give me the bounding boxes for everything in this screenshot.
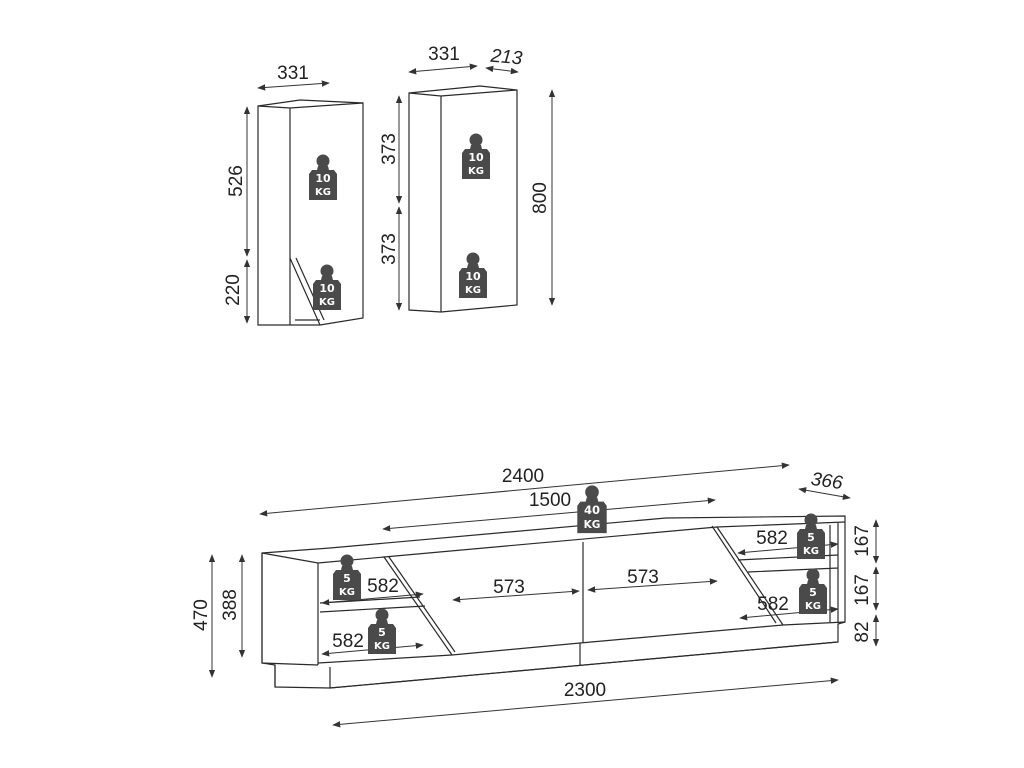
svg-text:5: 5 [807, 531, 815, 544]
svg-text:KG: KG [468, 166, 484, 177]
svg-text:KG: KG [584, 519, 601, 531]
weight-icon: 10 KG [459, 252, 487, 298]
svg-text:10: 10 [319, 282, 335, 295]
svg-text:KG: KG [805, 601, 821, 612]
tv-right-height-3-label: 82 [852, 621, 873, 642]
tv-total-width-label: 2400 [502, 466, 544, 487]
upper-left-upper-height-label: 526 [226, 165, 247, 197]
weight-icon: 5 KG [797, 513, 825, 559]
weight-icon: 5 KG [368, 608, 396, 654]
upper-right-lower-height-label: 373 [379, 233, 400, 265]
svg-text:KG: KG [315, 187, 331, 198]
tv-right-height-2-label: 167 [852, 574, 873, 606]
svg-text:10: 10 [315, 172, 331, 185]
weight-icon: 40 KG [577, 485, 607, 534]
weight-icon: 5 KG [333, 554, 361, 600]
weight-icon: 10 KG [309, 154, 337, 200]
svg-text:5: 5 [343, 572, 351, 585]
svg-text:KG: KG [339, 587, 355, 598]
weight-icon: 10 KG [462, 133, 490, 179]
tv-top-width-label: 1500 [529, 490, 571, 511]
left-shelf-width-2-label: 582 [332, 631, 364, 652]
upper-left-width-label: 331 [277, 63, 309, 84]
svg-text:40: 40 [584, 503, 600, 517]
tv-base-width-label: 2300 [564, 680, 606, 701]
door-width-left-label: 573 [493, 577, 525, 598]
svg-text:5: 5 [378, 626, 386, 639]
svg-text:10: 10 [465, 270, 481, 283]
svg-text:KG: KG [803, 546, 819, 557]
upper-right-total-height-label: 800 [530, 182, 551, 214]
svg-text:5: 5 [809, 586, 817, 599]
right-shelf-width-2-label: 582 [757, 594, 789, 615]
upper-right-upper-height-label: 373 [379, 133, 400, 165]
svg-text:KG: KG [465, 285, 481, 296]
door-width-right-label: 573 [627, 567, 659, 588]
right-shelf-width-1-label: 582 [756, 528, 788, 549]
weight-icon: 10 KG [313, 264, 341, 310]
svg-text:KG: KG [319, 297, 335, 308]
tv-right-height-1-label: 167 [852, 525, 873, 557]
tv-body-height-label: 388 [220, 589, 241, 621]
upper-right-width-label: 331 [428, 44, 460, 65]
upper-right-depth-label: 213 [489, 46, 524, 70]
weight-icon: 5 KG [799, 568, 827, 614]
upper-right-cabinet: 331 213 373 373 800 10 KG 10 KG [379, 44, 556, 313]
left-shelf-width-1-label: 582 [367, 576, 399, 597]
tv-depth-label: 366 [810, 469, 845, 494]
svg-text:KG: KG [374, 641, 390, 652]
svg-text:10: 10 [468, 151, 484, 164]
upper-left-lower-height-label: 220 [223, 274, 244, 306]
tv-unit: 2400 366 1500 2300 470 388 167 167 82 57… [191, 462, 880, 728]
upper-left-cabinet: 331 526 220 10 KG 10 KG [223, 63, 364, 326]
tv-total-height-label: 470 [191, 599, 212, 631]
